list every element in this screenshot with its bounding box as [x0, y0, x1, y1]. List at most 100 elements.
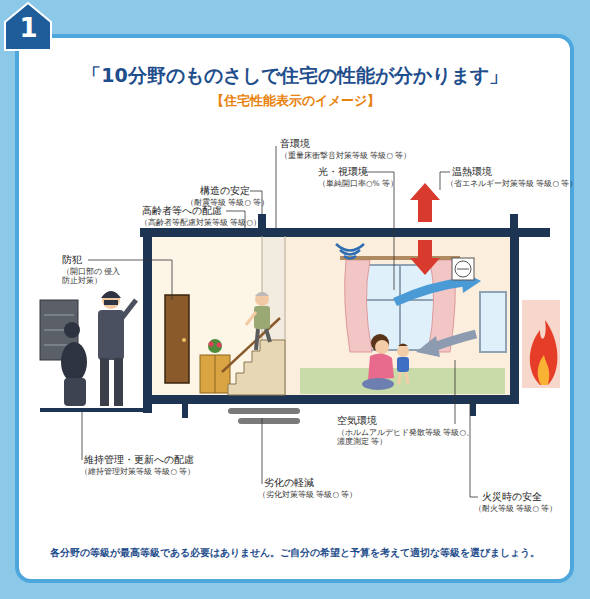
- sound-waves: [336, 244, 364, 259]
- side-window-shape: [480, 292, 506, 352]
- house-interior-shape: [285, 236, 512, 396]
- ventilation-fan: [452, 258, 474, 280]
- house-structure-shape: [143, 395, 519, 404]
- air-arrows-shape: [434, 334, 476, 347]
- category-detail: （高齢者等配慮対策等級 等級○）: [140, 218, 261, 227]
- house-structure: [40, 214, 550, 418]
- cabinet-shape: [200, 355, 230, 393]
- leader-lines-shape: [82, 412, 83, 460]
- category-heading: 構造の安定: [200, 185, 250, 196]
- ventilation-fan-shape: [455, 261, 471, 277]
- tab-number: 1: [5, 13, 52, 44]
- leader-lines-shape: [362, 172, 394, 290]
- category-detail: （ホルムアルデヒド発散等級 等級○、 濃度測定 等）: [337, 428, 482, 446]
- leader-lines-shape: [262, 418, 263, 484]
- cabinet-shape: [208, 339, 222, 353]
- stairs: [222, 318, 285, 395]
- house-interior-shape: [150, 236, 512, 396]
- elderly-person-shape: [256, 329, 258, 350]
- number-tab: [5, 3, 51, 50]
- category-detail: （省エネルギー対策等級 等級○ 等）: [446, 179, 577, 188]
- category-heading: 空気環境: [337, 415, 377, 426]
- side-window: [480, 292, 506, 352]
- burglars: [40, 291, 136, 406]
- burglars-shape: [102, 291, 120, 309]
- elderly-person-shape: [266, 329, 270, 342]
- caption-note: 各分野の等級が最高等級である必要はありません。ご自分の希望と予算を考えて適切な等…: [20, 547, 570, 558]
- category-heading: 音環境: [280, 138, 310, 149]
- pipes-shape: [228, 408, 300, 414]
- heat-arrows-shape: [410, 240, 440, 275]
- category-heading: 火災時の安全: [482, 491, 542, 502]
- elderly-person-shape: [255, 292, 269, 296]
- pipes-shape: [238, 418, 300, 424]
- category-heading: 光・視環境: [318, 166, 368, 177]
- mother-and-child-shape: [397, 345, 409, 357]
- burglars-shape: [61, 342, 87, 382]
- number-tab-shape: [5, 3, 51, 50]
- category-heading: 防犯: [62, 254, 82, 265]
- mother-and-child-shape: [375, 340, 389, 354]
- house-structure-shape: [40, 408, 145, 412]
- house-structure-shape: [182, 404, 188, 418]
- fire-shape: [530, 320, 558, 385]
- mother-and-child: [362, 334, 409, 390]
- burglars-shape: [64, 378, 86, 406]
- mother-and-child-shape: [368, 353, 394, 380]
- heat-arrows-shape: [410, 183, 440, 222]
- mother-and-child-shape: [406, 372, 408, 384]
- category-detail: （耐火等級 等級○ 等）: [474, 504, 557, 513]
- category-heading: 劣化の軽減: [264, 477, 314, 488]
- mother-and-child-shape: [397, 357, 409, 372]
- burglars-shape: [101, 291, 121, 298]
- burglars-shape: [98, 310, 124, 360]
- leader-lines-shape: [470, 400, 478, 497]
- air-arrows-shape: [416, 336, 440, 357]
- house-structure-shape: [470, 404, 476, 416]
- air-arrows: [395, 271, 481, 357]
- panel: [17, 36, 572, 581]
- sound-waves-shape: [344, 256, 356, 259]
- house-structure-shape: [510, 228, 519, 395]
- mother-and-child-shape: [399, 372, 400, 384]
- category-detail: （開口部の 侵入防止対策）: [62, 267, 124, 285]
- mother-and-child-shape: [362, 378, 394, 390]
- fire-shape: [522, 300, 560, 388]
- house-structure-shape: [140, 228, 550, 237]
- category-heading: 温熱環境: [452, 166, 492, 177]
- category-detail: （単純開口率○% 等）: [318, 179, 398, 188]
- air-arrows-shape: [395, 282, 464, 302]
- burglars-shape: [100, 358, 109, 406]
- subtitle: 【住宅性能表示のイメージ】: [0, 93, 590, 109]
- window-shape: [340, 256, 460, 260]
- leader-lines: [82, 146, 478, 497]
- leader-lines-shape: [276, 146, 277, 228]
- fire: [522, 300, 560, 388]
- door-shape: [165, 295, 189, 383]
- elderly-person: [246, 292, 270, 350]
- stairs-shape: [222, 318, 280, 372]
- category-heading: 維持管理・更新への配慮: [84, 454, 194, 465]
- door-shape: [182, 338, 186, 342]
- cabinet: [200, 339, 230, 393]
- house-interior: [150, 236, 512, 396]
- burglars-shape: [104, 300, 118, 305]
- category-detail: （維持管理対策等級 等級○ 等）: [80, 467, 195, 476]
- mother-and-child-shape: [398, 344, 408, 347]
- category-heading: 高齢者等への配慮: [142, 205, 222, 216]
- cabinet-shape: [217, 343, 222, 348]
- pipes: [228, 408, 300, 424]
- burglars-shape: [64, 322, 80, 338]
- elderly-person-shape: [255, 292, 269, 306]
- ventilation-fan-shape: [452, 258, 474, 280]
- burglars-shape: [122, 300, 136, 318]
- burglars-shape: [114, 358, 123, 406]
- window-shape: [345, 260, 372, 352]
- window-shape: [399, 265, 401, 350]
- category-detail: （重量床衝撃音対策等級 等級○ 等）: [280, 151, 411, 160]
- ventilation-fan-shape: [457, 269, 469, 270]
- leader-lines-shape: [455, 360, 456, 424]
- fire-shape: [538, 355, 550, 385]
- category-detail: （劣化対策等級 等級○ 等）: [258, 490, 357, 499]
